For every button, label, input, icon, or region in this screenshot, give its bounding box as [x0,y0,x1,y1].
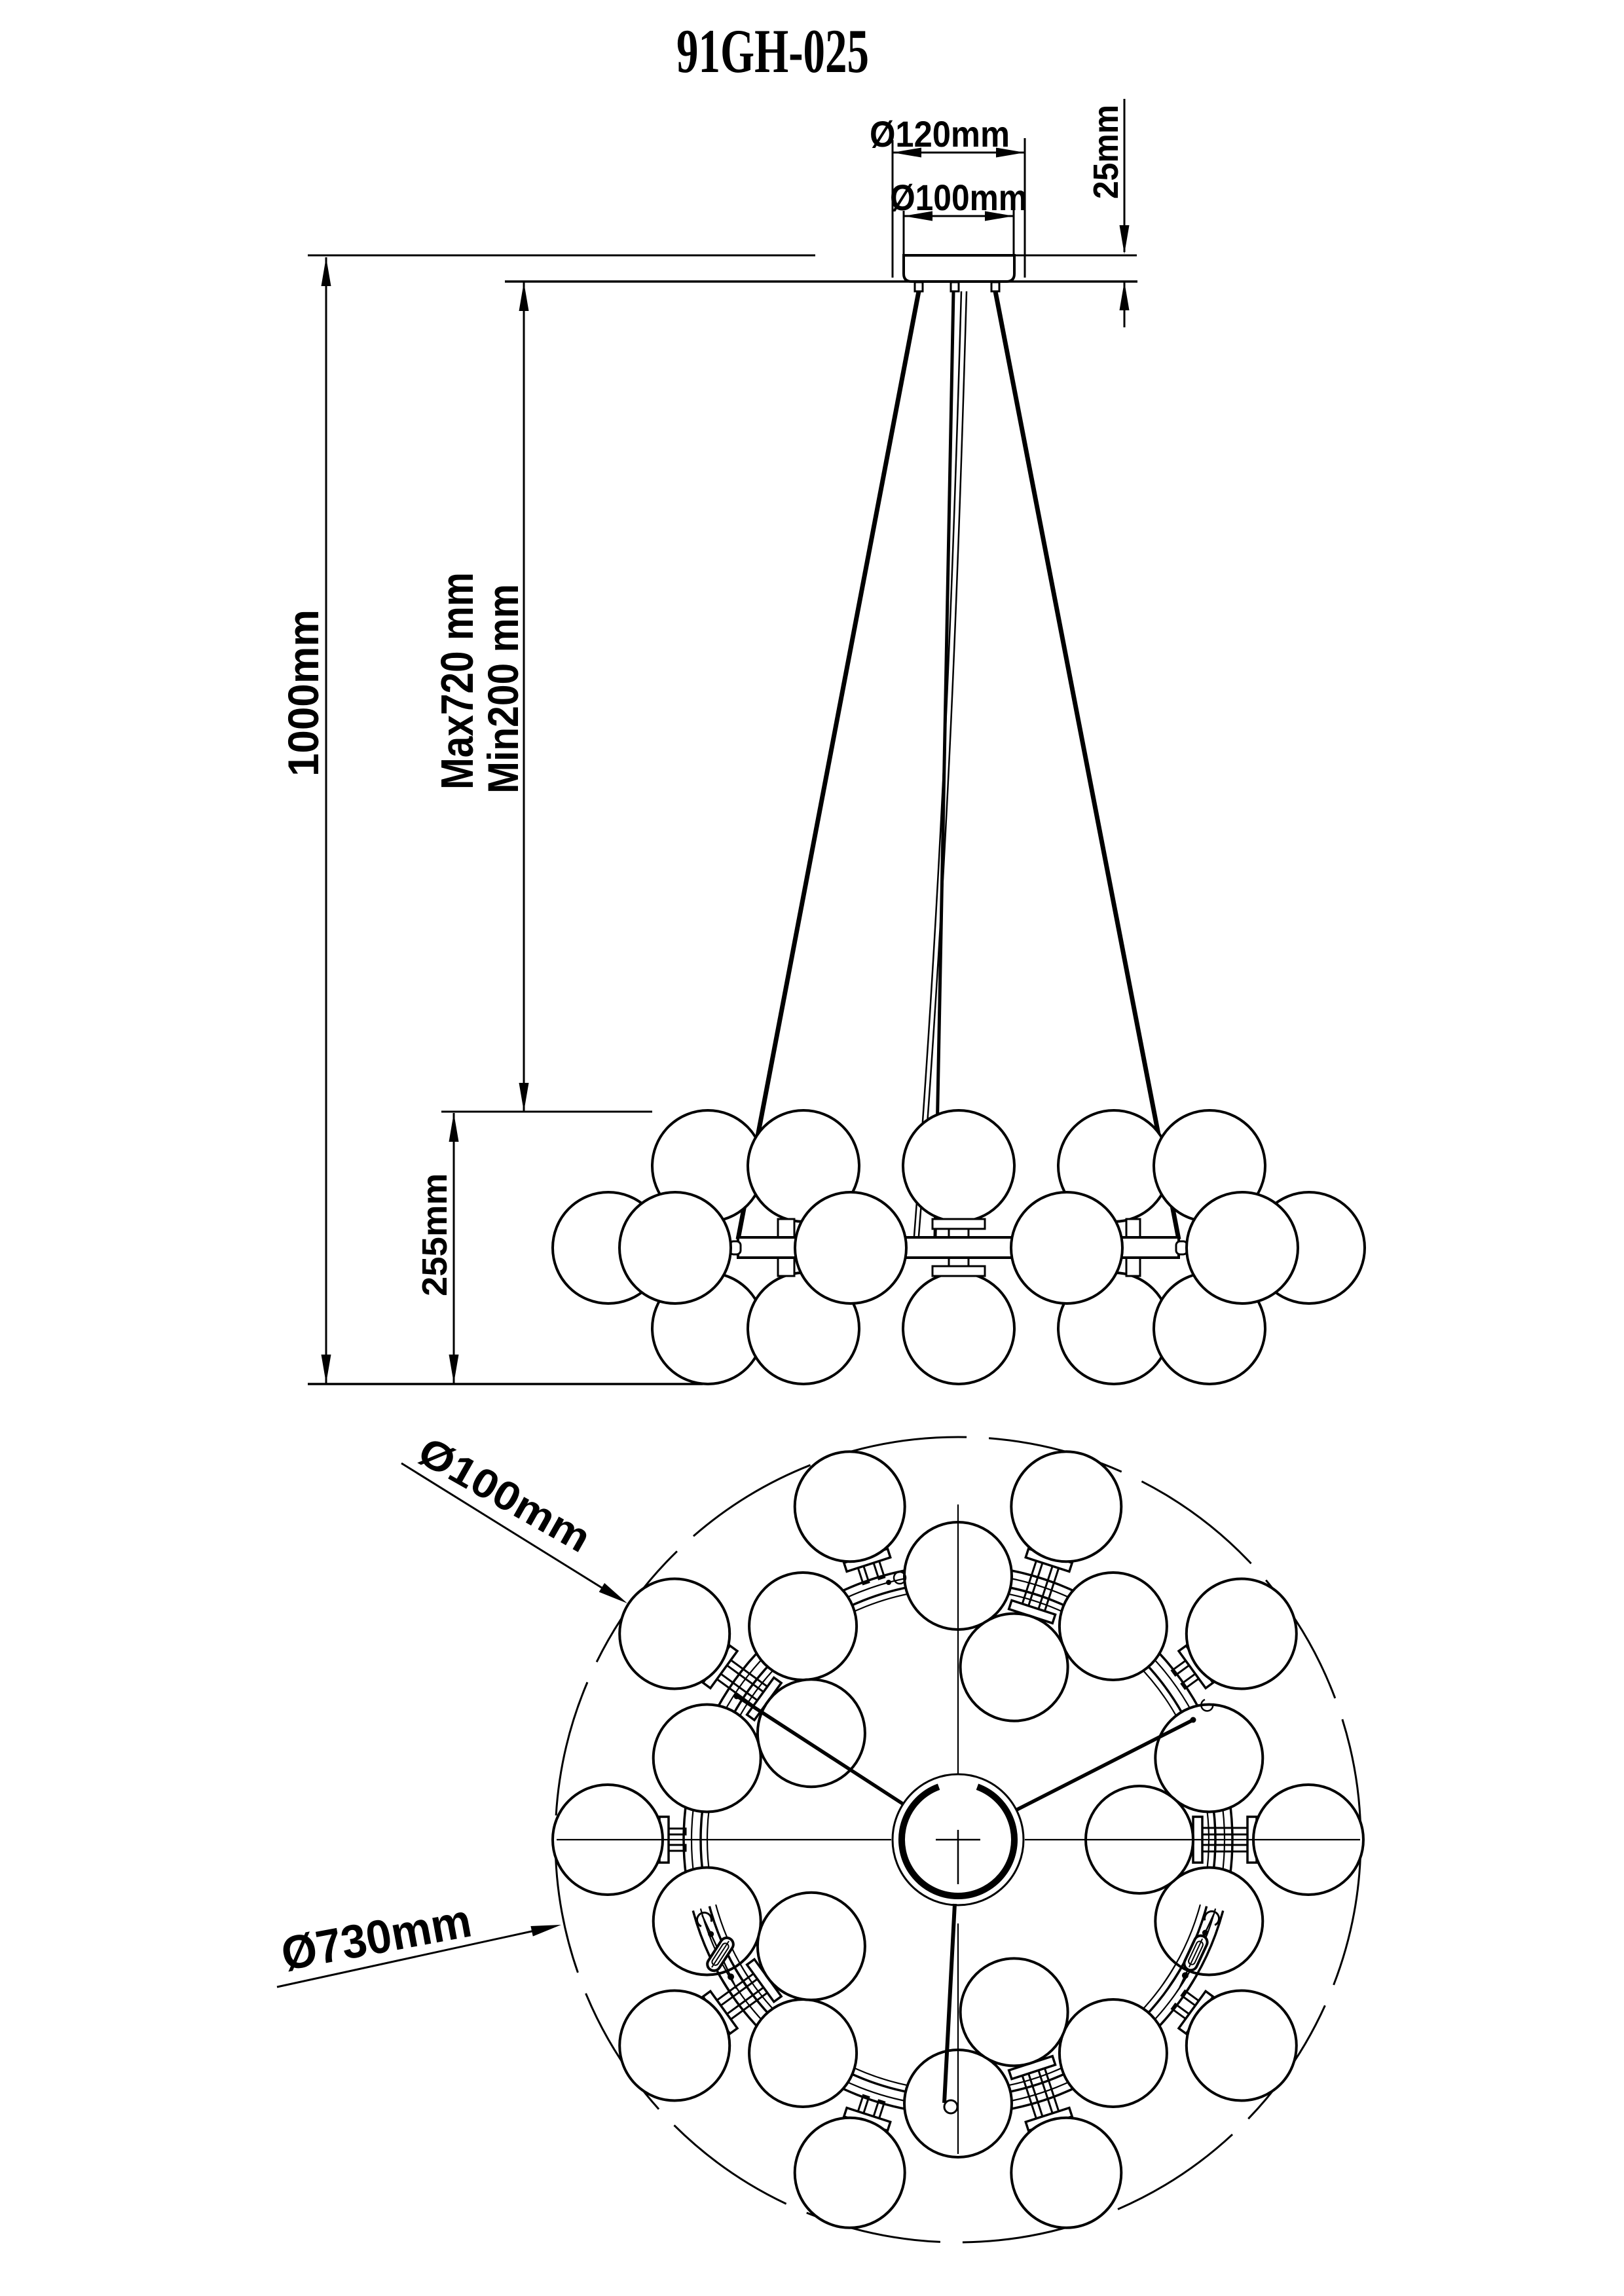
svg-text:Max720 mm: Max720 mm [432,572,483,790]
svg-text:25mm: 25mm [1086,105,1126,199]
svg-text:Ø100mm: Ø100mm [890,177,1027,218]
svg-text:91GH-025: 91GH-025 [676,16,869,86]
svg-text:Min200 mm: Min200 mm [479,584,527,793]
svg-text:Ø120mm: Ø120mm [870,113,1010,155]
svg-text:255mm: 255mm [415,1173,454,1296]
svg-text:1000mm: 1000mm [279,610,327,776]
